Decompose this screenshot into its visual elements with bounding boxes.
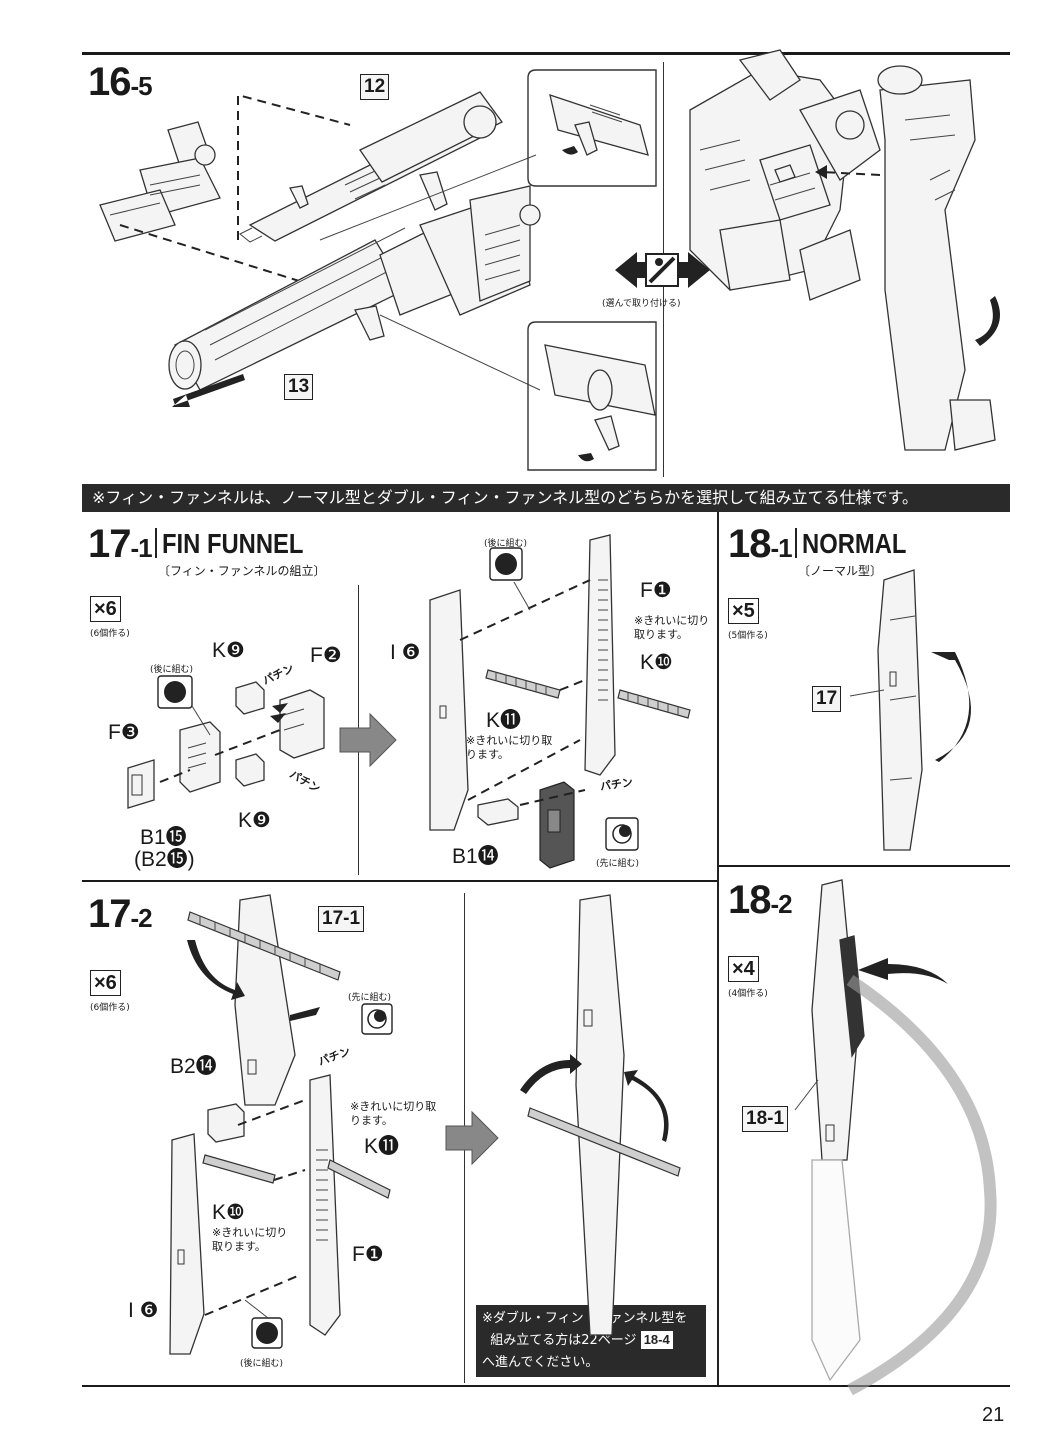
- label-f1-17-2: F❶: [352, 1243, 384, 1266]
- notice-line-3: へ進んでください。: [482, 1355, 599, 1370]
- later-assemble-label-17-2: (後に組む): [240, 1359, 284, 1369]
- step-18-1-title: NORMAL: [802, 528, 907, 559]
- part-tag-17-1: 17-1: [318, 906, 365, 932]
- step-18-1-count-sub: (5個作る): [728, 631, 768, 641]
- first-assemble-label-17-2: (先に組む): [348, 993, 392, 1003]
- page-number: 21: [982, 1404, 1005, 1426]
- col-divider-18: [717, 512, 719, 1385]
- label-k11-17-2: K⓫: [364, 1135, 400, 1158]
- mid-rule-17: [82, 880, 718, 882]
- bottom-rule: [82, 1385, 1010, 1387]
- later-assemble-label-a: (後に組む): [150, 665, 194, 675]
- robot-body-illustration: [689, 49, 881, 301]
- top-rule: [82, 52, 1010, 55]
- step-17-1-title: FIN FUNNEL: [162, 528, 304, 559]
- part-tag-12: 12: [360, 74, 390, 100]
- step-17-2-count-sub: (6個作る): [90, 1003, 130, 1013]
- later-assemble-label-b: (後に組む): [484, 539, 528, 549]
- label-k10-17-2: K❿: [212, 1201, 245, 1224]
- fin-funnel-detached: [877, 65, 1000, 451]
- cut-note-17-2-a: ※きれいに切り取ります。: [350, 1100, 437, 1127]
- notice-page-ref: 18-4: [640, 1331, 673, 1349]
- selection-notice-banner: ※フィン・ファンネルは、ノーマル型とダブル・フィン・ファンネル型のどちらかを選択…: [82, 484, 1010, 512]
- part-tag-13: 13: [284, 374, 314, 400]
- step-17-1-count-sub: (6個作る): [90, 629, 130, 639]
- first-assemble-label: (先に組む): [596, 859, 640, 869]
- choice-symbol: [615, 252, 710, 288]
- zoom-detail-bottom: [544, 344, 656, 462]
- hyper-bazooka: [168, 185, 541, 391]
- label-b1-14: B1⓮: [452, 845, 499, 868]
- step-18-1-subtitle: 〔ノーマル型〕: [798, 564, 883, 578]
- label-k11: K⓫: [486, 709, 522, 732]
- step-17-2-number: 17-2: [88, 892, 153, 936]
- step-17-2-count: ×6: [90, 970, 121, 996]
- label-b1-15: B1⓯: [140, 826, 187, 849]
- notice-line-2: 組み立てる方は22ページ 18-4: [482, 1330, 700, 1352]
- part-tag-18-1: 18-1: [742, 1106, 789, 1132]
- cut-note-17-2-b: ※きれいに切り取ります。: [212, 1226, 288, 1253]
- choice-caption: (選んで取り付ける): [602, 299, 681, 309]
- notice-line-1: ※ダブル・フィン・ファンネル型を: [482, 1311, 688, 1326]
- step-16-5-number: 16-5: [88, 60, 153, 104]
- label-b2-15: (B2⓯): [134, 848, 195, 871]
- robot-hand-illustration: [99, 121, 221, 242]
- step-18-2-count: ×4: [728, 956, 759, 982]
- step-18-1-count: ×5: [728, 598, 759, 624]
- step-18-2-number: 18-2: [728, 878, 793, 922]
- step-18-1-bar: [795, 528, 797, 558]
- notice-line-2-text: 組み立てる方は22ページ: [490, 1333, 637, 1348]
- label-i6: I ❻: [390, 641, 421, 664]
- cut-note-b: ※きれいに切り取ります。: [466, 734, 553, 761]
- step-17-1-count: ×6: [90, 596, 121, 622]
- label-i6-17-2: I ❻: [128, 1299, 159, 1322]
- cut-note-a: ※きれいに切り取ります。: [634, 614, 710, 641]
- label-k9-bottom: K❾: [238, 809, 271, 832]
- zoom-detail-top: [549, 94, 649, 156]
- label-k10: K❿: [640, 651, 673, 674]
- label-f3: F❸: [108, 721, 140, 744]
- step-17-1-number: 17-1: [88, 522, 153, 566]
- mid-rule-18: [718, 865, 1010, 867]
- beam-rifle-top: [239, 91, 503, 243]
- label-b2-14: B2⓮: [170, 1055, 217, 1078]
- step-17-1-subtitle: 〔フィン・ファンネルの組立〕: [158, 564, 326, 578]
- label-k9-top: K❾: [212, 639, 245, 662]
- part-tag-17: 17: [812, 686, 842, 712]
- step-17-1-bar: [155, 528, 157, 558]
- step-18-1-number: 18-1: [728, 522, 793, 566]
- step-18-2-count-sub: (4個作る): [728, 989, 768, 999]
- label-f1: F❶: [640, 579, 672, 602]
- label-f2: F❷: [310, 644, 342, 667]
